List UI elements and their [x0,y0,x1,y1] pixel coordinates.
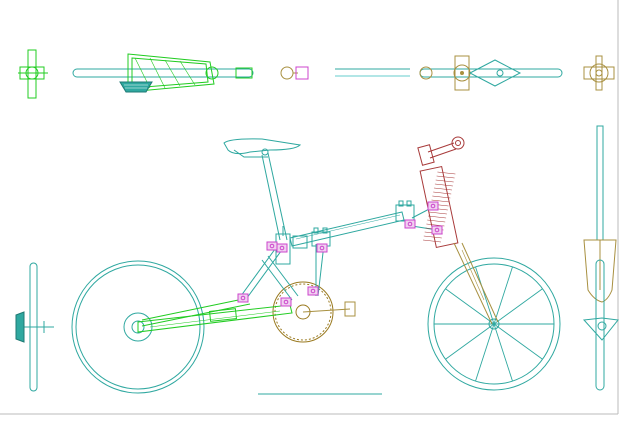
pivot-pin [407,221,413,227]
top-tube [289,200,415,249]
hatch-line [431,199,450,203]
front-view-fork [582,125,619,391]
hatch-line [434,183,453,187]
fork [453,242,499,325]
pivot-joint [307,286,319,296]
spoke [475,266,495,325]
hatch-line [433,191,452,195]
hatch-line [423,235,442,239]
pivot-joint [404,219,416,229]
pivot-pin [240,295,246,301]
pivot-joint [276,243,288,253]
top-view-pedal [280,66,309,80]
side-view-bicycle [71,136,561,395]
pivot-joint [431,225,443,235]
pivot-joint [280,297,292,307]
hatch-line [433,187,453,191]
saddle-icon [223,138,302,158]
spoke [475,323,495,382]
front-view-rear-wheel [15,262,54,392]
cassette-top-icon [119,81,153,93]
pivot-pin [434,227,440,233]
seat-stay [141,297,251,327]
top-view-front-frame [419,55,563,91]
hatch-line [428,211,447,215]
hatch-line [428,215,447,219]
cassette-side-icon [15,311,25,343]
pivot-pin [283,299,289,305]
pivot-joints [237,201,443,307]
spoke [493,288,543,325]
spoke [493,323,513,382]
pivot-pin [310,288,316,294]
hatch-line [422,239,442,243]
pivot-pin [430,203,436,209]
hatch-line [436,175,455,179]
handlebar-icon [417,136,465,166]
pivot-joint [316,243,328,253]
head-tube [419,165,459,249]
top-view-rear-hub [18,49,48,99]
pivot-pin [319,245,325,251]
pivot-joint [266,241,278,251]
pivot-joint [237,293,249,303]
hatch-line [427,219,446,223]
seat-tube [261,152,291,265]
front-wheel-icon [427,257,561,391]
spoke [493,323,543,360]
hatch-line [432,195,451,199]
spoke [445,323,495,360]
sheet-border [0,0,619,415]
top-view-rear-triangle [72,53,254,93]
top-view-front-hub [583,55,615,91]
hatch-line [435,179,454,183]
hatch-line [437,171,456,175]
pivot-joint [427,201,439,211]
pivot-pin [269,243,275,249]
spoke [445,288,495,325]
spoke [493,266,513,325]
pivot-pin [279,245,285,251]
chain-stay [137,304,293,333]
top-view-line [335,68,410,77]
